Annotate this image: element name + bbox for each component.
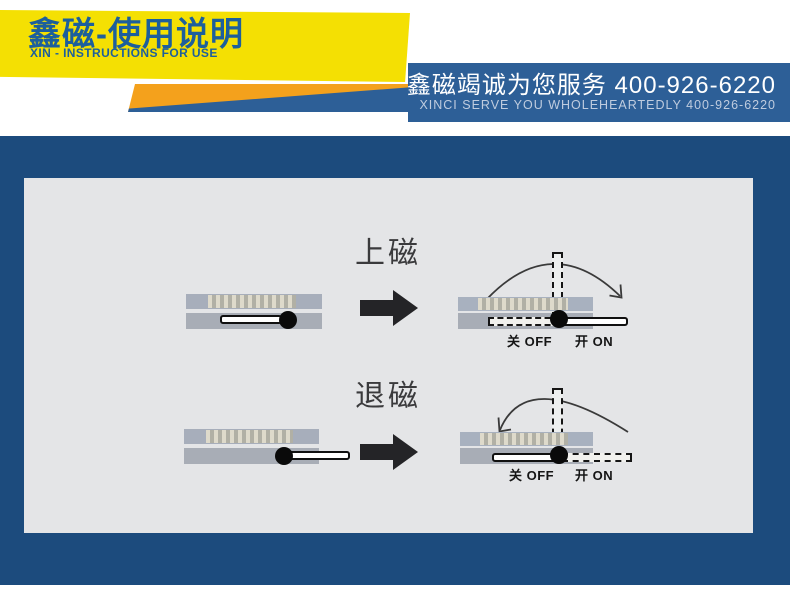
handle-lever	[288, 451, 350, 460]
service-hotline: 鑫磁竭诚为您服务 400-926-6220	[406, 72, 776, 99]
service-band: 鑫磁竭诚为您服务 400-926-6220 XINCI SERVE YOU WH…	[406, 63, 790, 122]
off-label: 关 OFF	[507, 334, 553, 349]
accent-wedge	[128, 87, 409, 112]
arrow-right-icon	[360, 290, 418, 326]
magnet-chuck-before-magnetize	[186, 294, 322, 330]
chuck-top-bar	[184, 429, 319, 444]
diagram-panel: 上磁	[24, 178, 753, 533]
chuck-pole-stripes	[478, 298, 568, 310]
page-subtitle: XIN - INSTRUCTIONS FOR USE	[30, 46, 218, 60]
rotation-arc-icon	[497, 398, 629, 433]
chuck-top-bar	[460, 432, 593, 446]
on-label: 开 ON	[575, 468, 614, 483]
accent-strip	[128, 84, 409, 112]
handle-lever-ghost	[562, 453, 632, 462]
chuck-top-bar	[186, 294, 322, 309]
magnet-chuck-before-demagnetize	[184, 429, 350, 465]
pivot-knob	[550, 446, 568, 464]
chuck-pole-stripes	[208, 295, 296, 308]
handle-lever	[492, 453, 556, 462]
pivot-knob	[279, 311, 297, 329]
chuck-pole-stripes	[206, 430, 293, 443]
content-frame: 上磁	[0, 136, 790, 585]
step-label-magnetize: 上磁	[355, 237, 421, 270]
handle-lever	[560, 317, 628, 326]
pivot-knob	[550, 310, 568, 328]
page-title: 鑫磁-使用说明	[28, 15, 244, 52]
arrow-right-icon	[360, 434, 418, 470]
handle-lever	[220, 315, 282, 324]
pivot-knob	[275, 447, 293, 465]
chuck-top-bar	[458, 297, 593, 311]
title-banner	[0, 10, 410, 82]
step-label-demagnetize: 退磁	[355, 380, 421, 413]
off-label: 关 OFF	[509, 468, 555, 483]
on-label: 开 ON	[575, 334, 614, 349]
service-hotline-en: XINCI SERVE YOU WHOLEHEARTEDLY 400-926-6…	[419, 98, 776, 112]
chuck-pole-stripes	[480, 433, 568, 445]
